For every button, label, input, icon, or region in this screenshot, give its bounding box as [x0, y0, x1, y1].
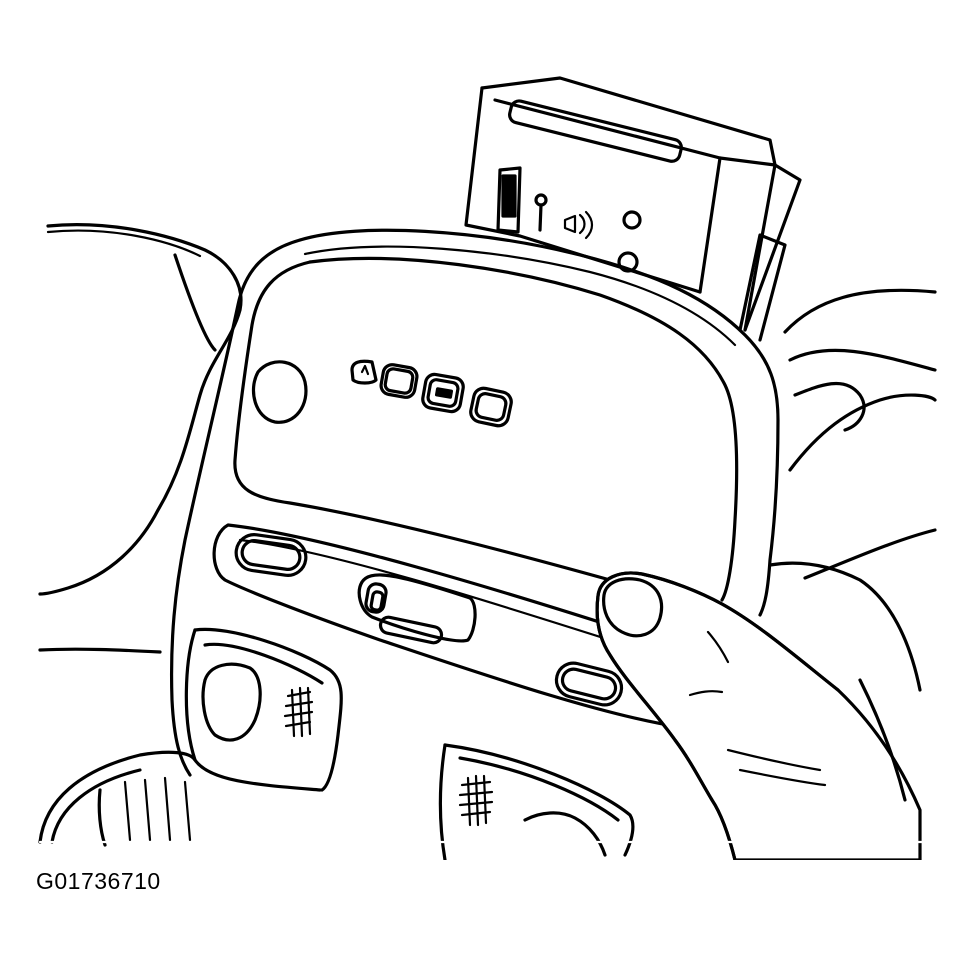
left-reading-lamp-button — [234, 533, 308, 577]
figure-id-label: G01736710 — [36, 868, 161, 894]
hand — [595, 561, 922, 860]
grille-icon — [283, 686, 314, 738]
left-dome-lens — [201, 662, 262, 742]
headliner-right — [783, 288, 937, 580]
speaker-icon — [563, 210, 594, 240]
microphone-icon — [534, 193, 548, 232]
headliner-left — [38, 223, 243, 654]
left-round-button — [251, 360, 308, 424]
center-slide-switch — [357, 573, 477, 645]
right-reading-lamp-button — [554, 661, 624, 707]
headliner-lower-left — [38, 750, 197, 847]
sensor-module — [464, 76, 802, 342]
grille-icon — [458, 774, 494, 827]
control-button-row — [350, 359, 513, 428]
console-housing — [169, 228, 780, 860]
overhead-console-illustration — [38, 76, 937, 860]
